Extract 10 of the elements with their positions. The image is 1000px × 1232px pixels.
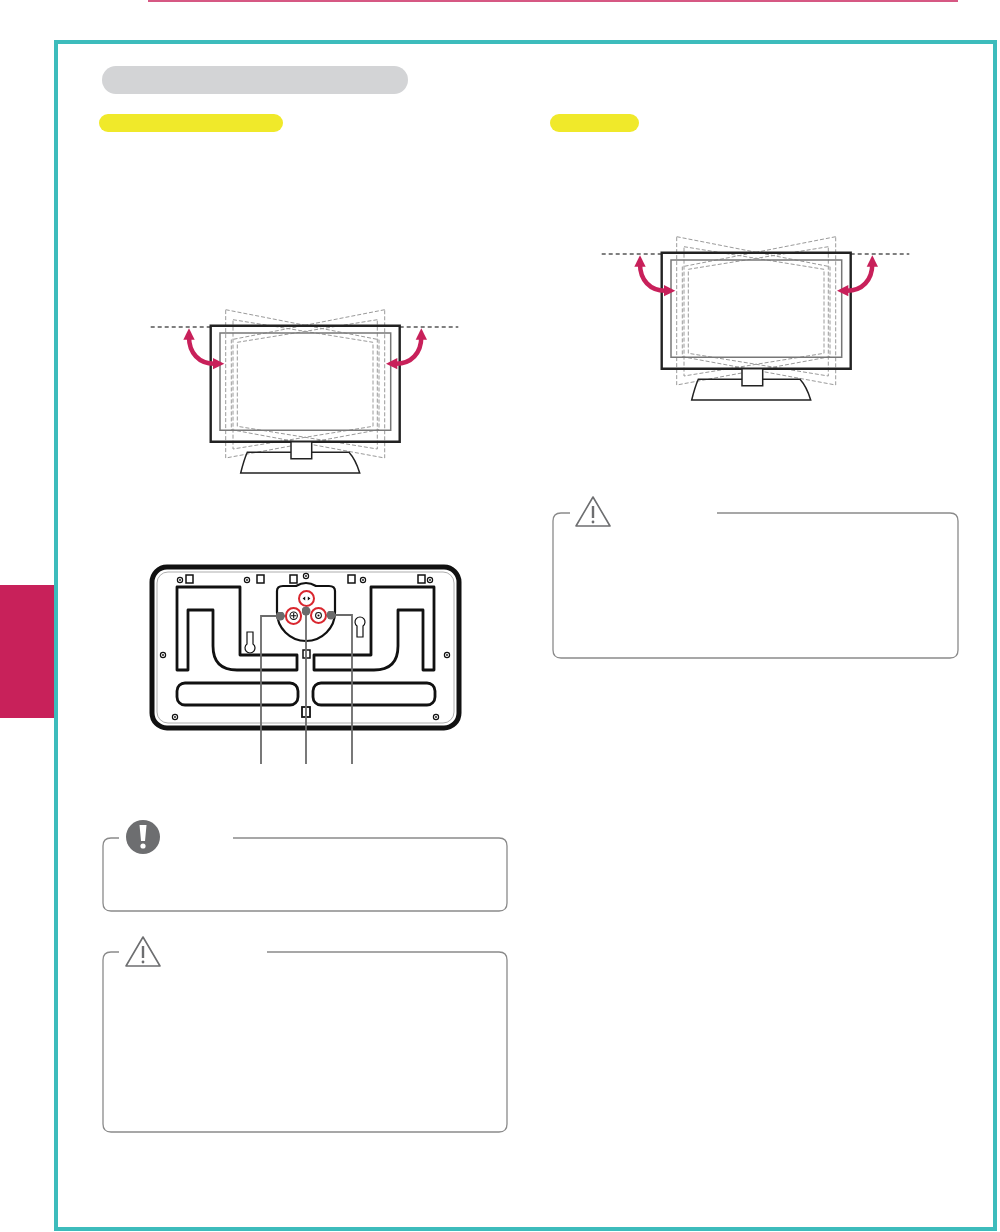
- side-tab: [0, 585, 54, 718]
- header-bar: [102, 66, 408, 94]
- mounting-hole: [297, 589, 315, 607]
- leader-line: [325, 610, 353, 765]
- screw: [284, 607, 303, 625]
- screw-hole: [309, 606, 327, 624]
- leader-line: [260, 611, 286, 765]
- leader-line: [301, 605, 311, 765]
- subheading-bar: [99, 114, 283, 132]
- subheading-bar: [550, 114, 639, 132]
